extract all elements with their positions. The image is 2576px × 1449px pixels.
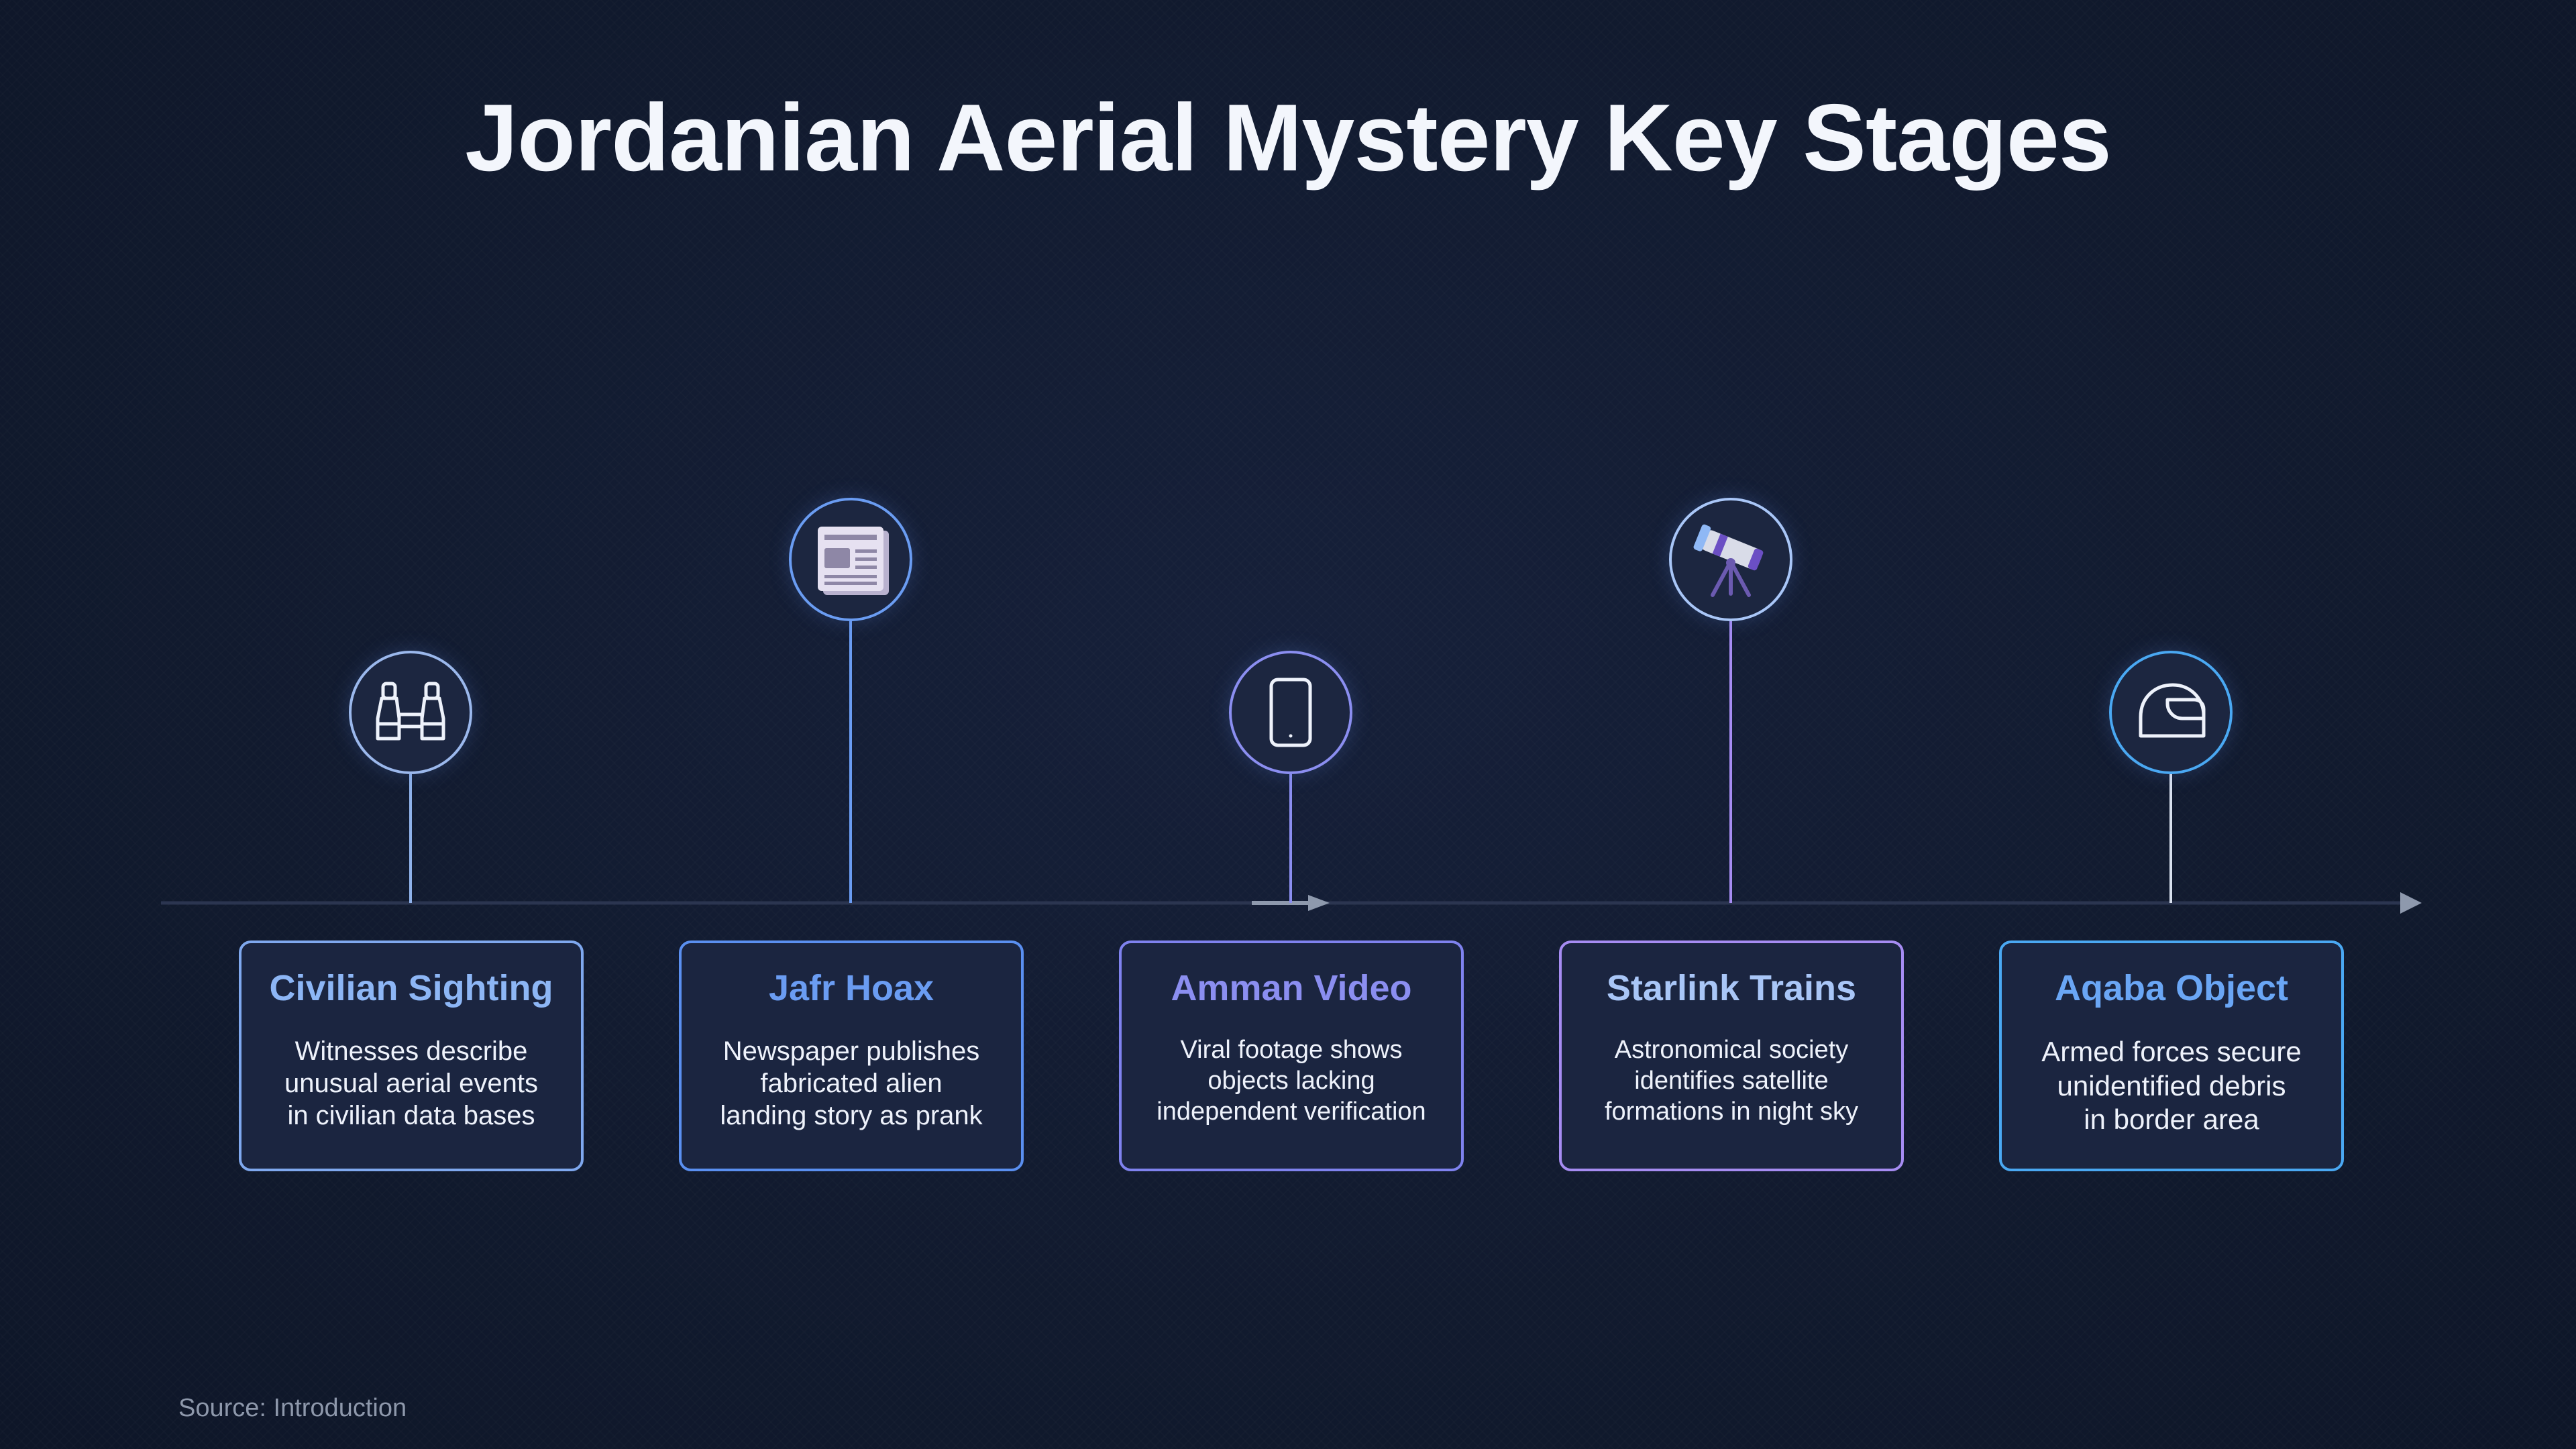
source-note: Source: Introduction <box>178 1394 407 1422</box>
stage-description: Newspaper publishes fabricated alien lan… <box>682 1035 1021 1132</box>
stage-description: Astronomical society identifies satellit… <box>1562 1035 1901 1127</box>
description-line: objects lacking <box>1208 1066 1375 1095</box>
telescope-icon <box>1693 524 1764 597</box>
stage-1-icon-circle <box>349 651 472 774</box>
stage-title: Civilian Sighting <box>269 968 553 1008</box>
helmet-icon <box>2139 683 2206 738</box>
stage-2-icon-circle <box>789 498 912 621</box>
stage-card-civilian-sighting: Civilian Sighting Witnesses describe unu… <box>239 941 584 1171</box>
stage-title: Aqaba Object <box>2054 968 2289 1008</box>
stage-description: Witnesses describe unusual aerial events… <box>241 1035 581 1132</box>
stage-title: Jafr Hoax <box>768 968 934 1008</box>
description-line: Witnesses describe <box>294 1036 528 1067</box>
phone-icon <box>1269 678 1312 747</box>
description-line: formations in night sky <box>1604 1097 1859 1126</box>
binoculars-icon <box>376 682 445 741</box>
description-line: unidentified debris <box>2057 1069 2286 1102</box>
stage-title: Amman Video <box>1171 968 1412 1008</box>
description-line: Newspaper publishes <box>722 1036 980 1067</box>
center-arrow-head <box>1308 895 1330 911</box>
stage-5-icon-circle <box>2109 651 2233 774</box>
description-line: Astronomical society <box>1614 1036 1849 1065</box>
newspaper-icon <box>818 527 889 595</box>
description-line: in border area <box>2084 1104 2259 1136</box>
stage-3-icon-circle <box>1229 651 1352 774</box>
timeline-arrow-head <box>2400 892 2422 914</box>
stage-title: Starlink Trains <box>1606 968 1857 1008</box>
stage-card-starlink-trains: Starlink Trains Astronomical society ide… <box>1559 941 1904 1171</box>
page-title: Jordanian Aerial Mystery Key Stages <box>465 85 2112 191</box>
stage-card-aqaba-object: Aqaba Object Armed forces secure unident… <box>1999 941 2344 1171</box>
stage-description: Armed forces secure unidentified debris … <box>2002 1035 2341 1136</box>
description-line: in civilian data bases <box>287 1101 535 1131</box>
description-line: independent verification <box>1157 1097 1426 1126</box>
description-line: identifies satellite <box>1634 1066 1829 1095</box>
description-line: Viral footage shows <box>1180 1036 1403 1065</box>
description-line: Armed forces secure <box>2041 1036 2302 1068</box>
description-line: unusual aerial events <box>284 1069 539 1099</box>
stage-card-amman-video: Amman Video Viral footage shows objects … <box>1119 941 1464 1171</box>
stage-description: Viral footage shows objects lacking inde… <box>1122 1035 1461 1127</box>
description-line: landing story as prank <box>720 1101 983 1131</box>
stage-4-icon-circle <box>1669 498 1792 621</box>
description-line: fabricated alien <box>760 1069 943 1099</box>
stage-card-jafr-hoax: Jafr Hoax Newspaper publishes fabricated… <box>679 941 1024 1171</box>
